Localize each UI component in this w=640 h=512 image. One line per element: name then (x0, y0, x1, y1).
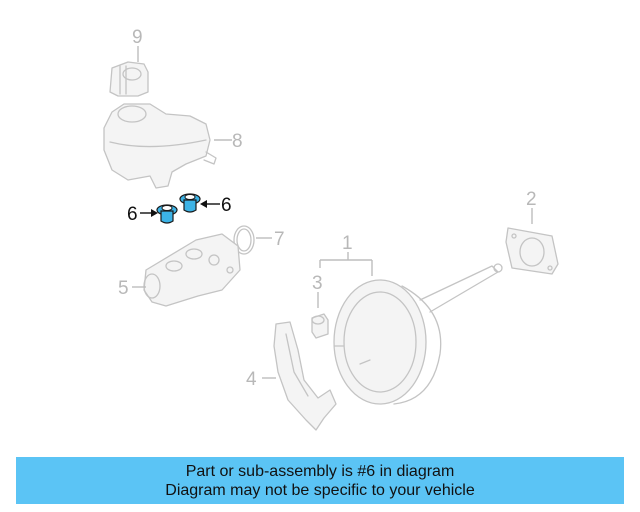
callout-6b: 6 (127, 204, 138, 225)
callout-2: 2 (526, 189, 537, 210)
callout-8: 8 (232, 131, 243, 152)
part-6-grommet-lower (156, 204, 178, 224)
part-3-bushing (311, 313, 329, 339)
part-8-fluid-reservoir (103, 103, 217, 189)
arrow-6b-icon (151, 209, 158, 217)
part-5-master-cylinder (143, 233, 241, 307)
part-6-grommet-upper (179, 193, 201, 213)
callout-5: 5 (118, 278, 129, 299)
callout-6a: 6 (221, 195, 232, 216)
part-2-gasket (505, 227, 559, 275)
callout-1: 1 (342, 233, 353, 254)
banner-line-2: Diagram may not be specific to your vehi… (165, 481, 475, 499)
callout-9: 9 (132, 27, 143, 48)
callout-3: 3 (312, 273, 323, 294)
parts-diagram: 9 8 6 6 7 5 (103, 27, 559, 431)
banner-line-1: Part or sub-assembly is #6 in diagram (185, 462, 455, 480)
info-banner: Part or sub-assembly is #6 in diagram Di… (16, 457, 624, 504)
callout-7: 7 (274, 229, 285, 250)
arrow-6a-icon (200, 200, 207, 208)
part-9-reservoir-cap (109, 61, 149, 97)
part-7-seal-ring (233, 225, 255, 255)
callout-4: 4 (246, 369, 257, 390)
part-4-heat-shield (273, 321, 337, 431)
part-1-brake-booster (333, 263, 503, 405)
